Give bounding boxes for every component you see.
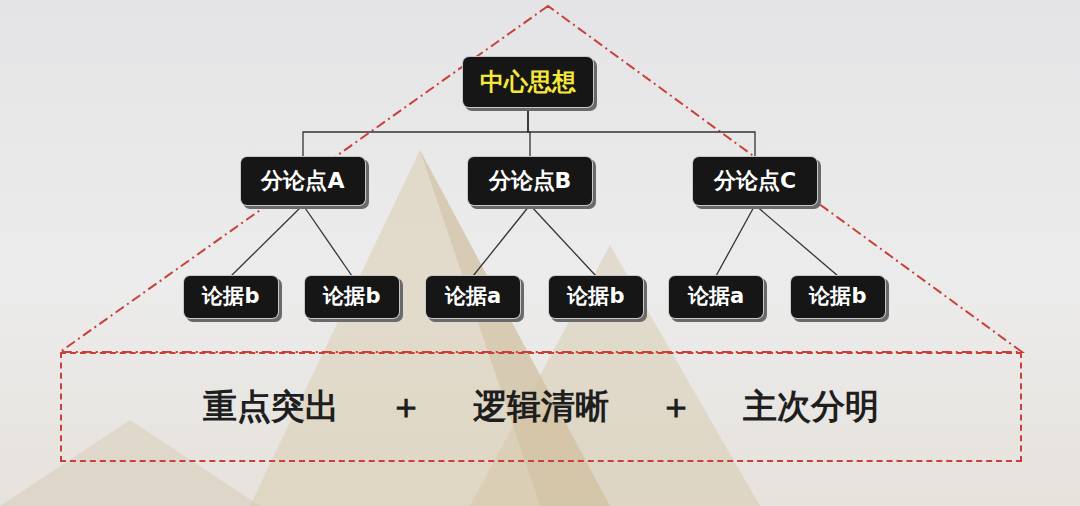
node-label: 论据b (809, 285, 866, 308)
sub-point-box: 分论点A (241, 157, 365, 205)
sub-point-box: 分论点C (693, 157, 817, 205)
summary-text: 重点突出 (203, 384, 339, 430)
node-label: 分论点B (489, 169, 572, 193)
evidence-box: 论据b (549, 276, 643, 318)
evidence-box: 论据a (426, 276, 520, 318)
summary-text: ＋ (389, 384, 423, 430)
tree-connector (530, 205, 596, 276)
summary-text: ＋ (659, 384, 693, 430)
summary-band: 重点突出 ＋ 逻辑清晰 ＋ 主次分明 (60, 352, 1022, 462)
tree-connector (755, 205, 838, 276)
tree-connector (303, 107, 528, 157)
evidence-box: 论据a (669, 276, 763, 318)
node-label: 论据a (445, 285, 501, 308)
node-label: 论据b (323, 285, 380, 308)
node-label: 中心思想 (480, 69, 576, 95)
summary-text: 主次分明 (743, 384, 879, 430)
pyramid-shape (0, 420, 260, 506)
evidence-box: 论据b (305, 276, 399, 318)
node-label: 论据b (567, 285, 624, 308)
tree-connector (528, 107, 755, 157)
sub-point-box: 分论点B (468, 157, 592, 205)
evidence-box: 论据b (791, 276, 885, 318)
tree-connector (303, 205, 352, 276)
central-idea-box: 中心思想 (463, 57, 593, 107)
pyramid-outline (60, 6, 1022, 352)
node-label: 分论点C (714, 169, 796, 193)
tree-connector (716, 205, 755, 276)
summary-text: 逻辑清晰 (473, 384, 609, 430)
evidence-box: 论据b (184, 276, 278, 318)
node-label: 论据a (688, 285, 744, 308)
tree-connector (473, 205, 530, 276)
node-label: 分论点A (261, 169, 344, 193)
node-label: 论据b (202, 285, 259, 308)
tree-connector (231, 205, 303, 276)
